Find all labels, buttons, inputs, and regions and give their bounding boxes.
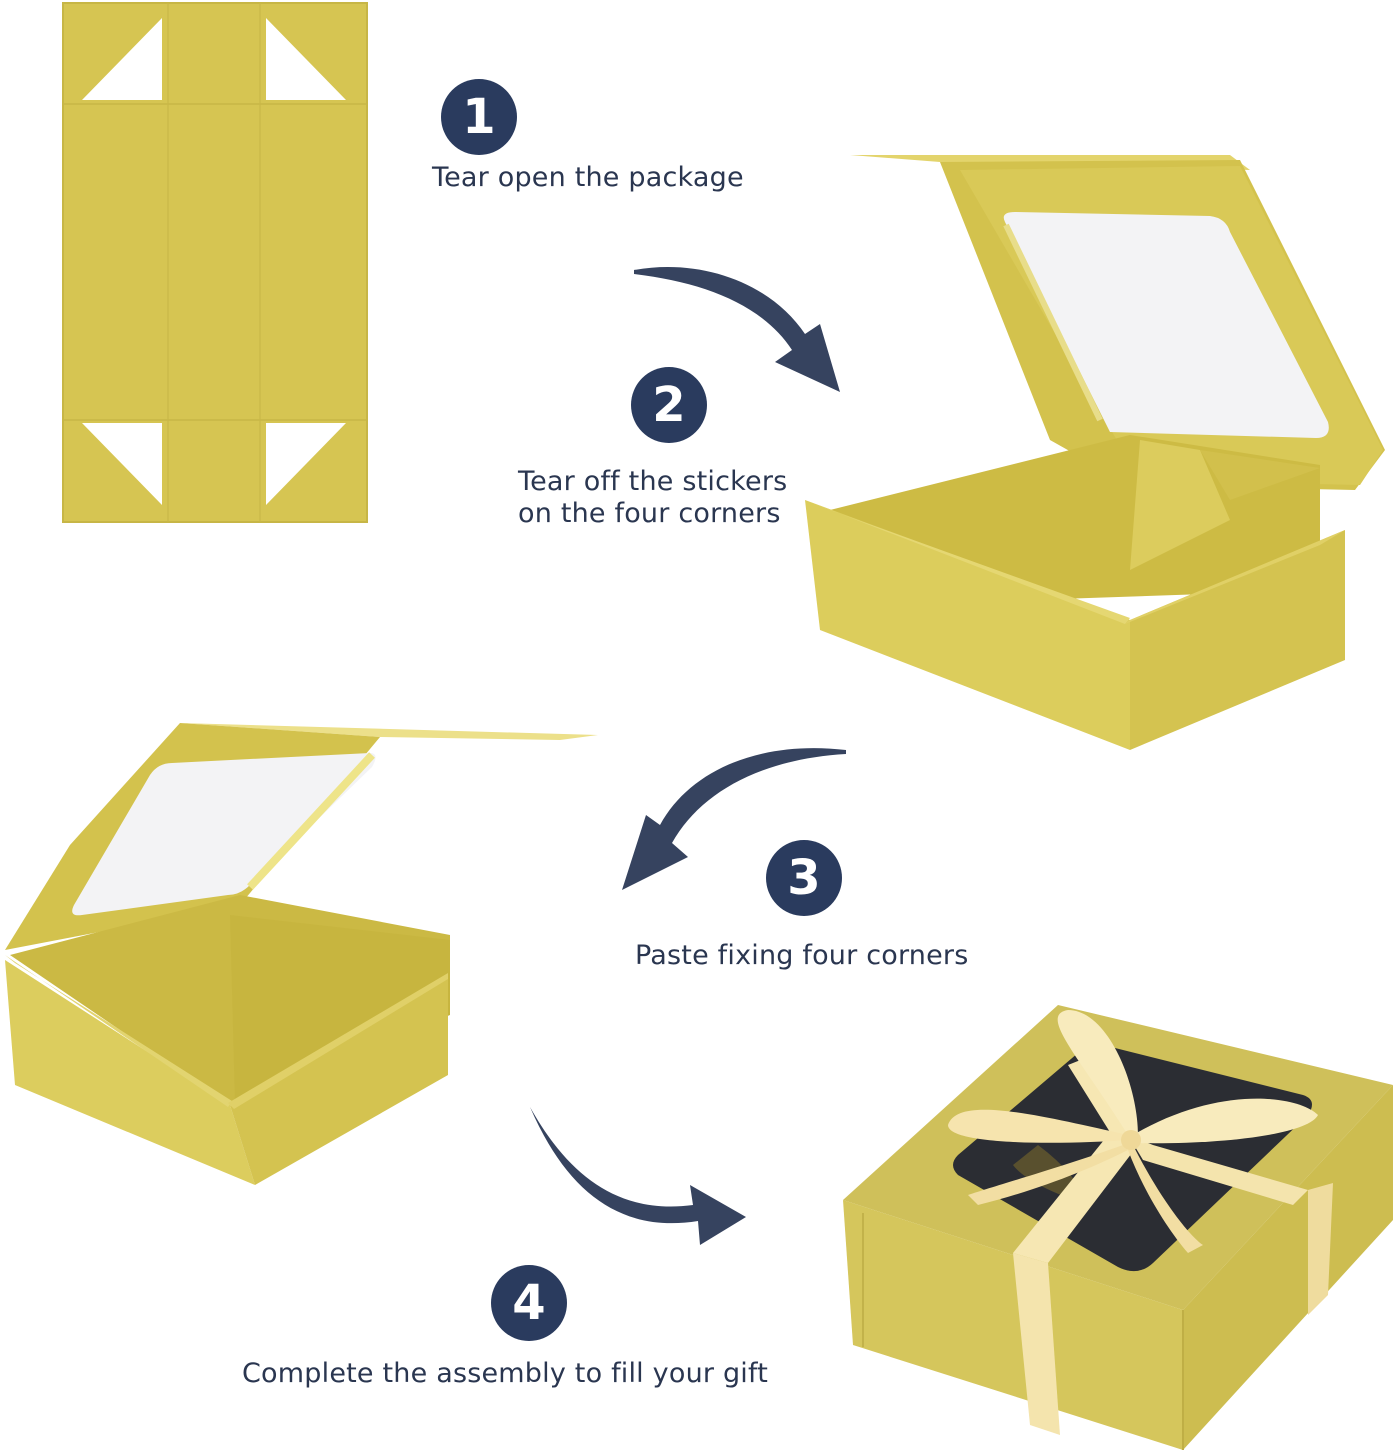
step-4-badge: 4 (491, 1265, 567, 1341)
open-box-window-illustration (805, 155, 1385, 750)
corner-cutout-bottom-left (82, 423, 162, 505)
corner-cutout-top-left (82, 18, 162, 100)
step-1-badge: 1 (441, 79, 517, 155)
assembled-box-illustration (5, 723, 598, 1185)
step-2-number: 2 (652, 377, 686, 433)
step-4-number: 4 (512, 1275, 546, 1331)
curved-arrow-down-left-icon (622, 748, 846, 890)
step-3-caption: Paste fixing four corners (635, 940, 969, 971)
gift-box-illustration (843, 1005, 1393, 1450)
step-2-caption-line1: Tear off the stickers (518, 466, 788, 497)
curved-arrow-right-icon (530, 1107, 746, 1245)
step-2-caption-line2: on the four corners (518, 498, 781, 529)
step-1-caption: Tear open the package (432, 162, 744, 193)
corner-cutout-top-right (266, 18, 346, 100)
step-3-number: 3 (787, 850, 821, 906)
corner-cutout-bottom-right (266, 423, 346, 505)
curved-arrow-down-right-icon (634, 266, 840, 392)
step-4-caption: Complete the assembly to fill your gift (242, 1358, 769, 1389)
step-2-badge: 2 (631, 367, 707, 443)
flat-box-illustration (62, 2, 368, 523)
step-3-badge: 3 (766, 840, 842, 916)
step-1-number: 1 (462, 89, 496, 145)
